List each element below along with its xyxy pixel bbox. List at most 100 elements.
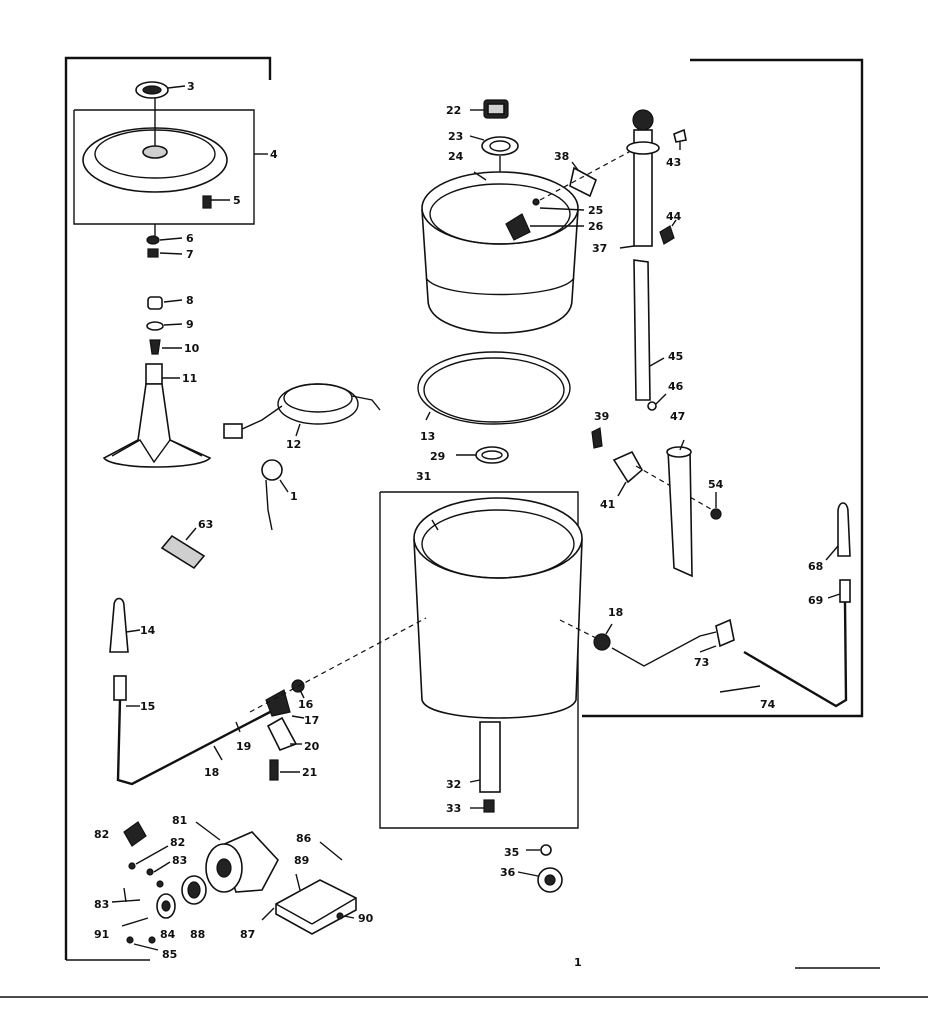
- part-73-74-clamp: [699, 618, 761, 693]
- callout-1: 1: [290, 490, 298, 503]
- callout-36: 36: [500, 866, 516, 879]
- callout-33: 33: [446, 802, 461, 815]
- callout-41: 41: [600, 498, 615, 511]
- linkage-rod-right: [611, 631, 717, 667]
- callout-24: 24: [448, 150, 464, 163]
- frame-lines: [0, 56, 928, 998]
- callout-14: 14: [140, 624, 156, 637]
- callout-83-right: 83: [172, 854, 187, 867]
- part-84-pulley: [156, 893, 176, 919]
- part-35-36-caster: [517, 844, 563, 893]
- callout-35: 35: [504, 846, 519, 859]
- page-mark: 1: [574, 956, 582, 969]
- part-11-agitator: [102, 363, 212, 468]
- part-45-46-rod: [633, 259, 667, 411]
- callout-45: 45: [668, 350, 683, 363]
- callout-19: 19: [236, 740, 251, 753]
- callout-43: 43: [666, 156, 681, 169]
- part-25-26-38-bracket: [505, 145, 641, 241]
- part-88-ring: [181, 875, 207, 905]
- callout-31: 31: [416, 470, 431, 483]
- part-16-21-linkage: [213, 679, 305, 781]
- part-12-power-cord: [223, 383, 381, 439]
- callout-85: 85: [162, 948, 177, 961]
- callout-22: 22: [446, 104, 461, 117]
- callout-39: 39: [594, 410, 609, 423]
- callout-3: 3: [187, 80, 195, 93]
- callout-11: 11: [182, 372, 197, 385]
- callout-23: 23: [448, 130, 463, 143]
- part-54-nut: [710, 492, 722, 520]
- callout-13: 13: [420, 430, 435, 443]
- group-box-4: [73, 109, 255, 225]
- callout-63: 63: [198, 518, 213, 531]
- callout-83-left: 83: [94, 898, 109, 911]
- callout-8: 8: [186, 294, 194, 307]
- callout-44: 44: [666, 210, 682, 223]
- part-32-33-shaft: [469, 721, 501, 813]
- callout-69: 69: [808, 594, 823, 607]
- part-13-belt: [417, 351, 571, 425]
- part-4-lid: [82, 98, 268, 193]
- part-31-outer-tub: [413, 497, 583, 719]
- part-24-tub-upper: [421, 171, 579, 334]
- callout-32: 32: [446, 778, 461, 791]
- part-8-9-10-stack: [146, 296, 183, 355]
- alignment-line-right: [559, 619, 601, 641]
- callout-18-right: 18: [608, 606, 623, 619]
- part-86-89-90-screws: [295, 841, 355, 920]
- callout-81: 81: [172, 814, 187, 827]
- callout-7: 7: [186, 248, 194, 261]
- part-3-seal: [135, 81, 186, 99]
- callout-29: 29: [430, 450, 445, 463]
- callout-82-left: 82: [94, 828, 109, 841]
- callout-labels: 3 4 5 6 7 8 9 10 11 12 1 63 14 15 16 17 …: [94, 80, 823, 969]
- group-box-31: [379, 491, 579, 829]
- callout-46: 46: [668, 380, 684, 393]
- callout-37: 37: [592, 242, 607, 255]
- callout-15: 15: [140, 700, 155, 713]
- part-6-7-washer-nut: [146, 224, 183, 258]
- callout-88: 88: [190, 928, 205, 941]
- callout-16-left: 16: [298, 698, 314, 711]
- callout-18-left: 18: [204, 766, 219, 779]
- part-63-tube: [160, 527, 206, 570]
- callout-38: 38: [554, 150, 569, 163]
- callout-87: 87: [240, 928, 255, 941]
- part-5-clip: [202, 195, 230, 209]
- callout-47: 47: [670, 410, 685, 423]
- part-47-channel: [666, 439, 693, 578]
- part-22-cap: [470, 99, 509, 119]
- callout-21: 21: [302, 766, 317, 779]
- callout-86: 86: [296, 832, 312, 845]
- callout-4: 4: [270, 148, 278, 161]
- callout-20: 20: [304, 740, 320, 753]
- callout-90: 90: [358, 912, 374, 925]
- callout-12: 12: [286, 438, 301, 451]
- part-83-85-hardware: [111, 845, 171, 951]
- callout-5: 5: [233, 194, 241, 207]
- callout-73: 73: [694, 656, 709, 669]
- callout-9: 9: [186, 318, 194, 331]
- callout-6: 6: [186, 232, 194, 245]
- callout-54: 54: [708, 478, 724, 491]
- callout-82-right: 82: [170, 836, 185, 849]
- callout-89: 89: [294, 854, 309, 867]
- part-87-bracket: [261, 879, 357, 935]
- callout-91: 91: [94, 928, 109, 941]
- callout-10: 10: [184, 342, 200, 355]
- callout-84: 84: [160, 928, 176, 941]
- callout-25: 25: [588, 204, 603, 217]
- callout-17: 17: [304, 714, 319, 727]
- part-29-seal: [456, 446, 509, 464]
- callout-68: 68: [808, 560, 823, 573]
- alignment-line-left: [249, 617, 427, 713]
- part-1-switch: [261, 459, 289, 531]
- part-82-clip: [123, 821, 147, 847]
- callout-26: 26: [588, 220, 604, 233]
- callout-74: 74: [760, 698, 776, 711]
- part-37-pipe: [619, 109, 687, 249]
- part-81-motor: [195, 821, 279, 893]
- part-14-15-handle-rod: [109, 597, 271, 786]
